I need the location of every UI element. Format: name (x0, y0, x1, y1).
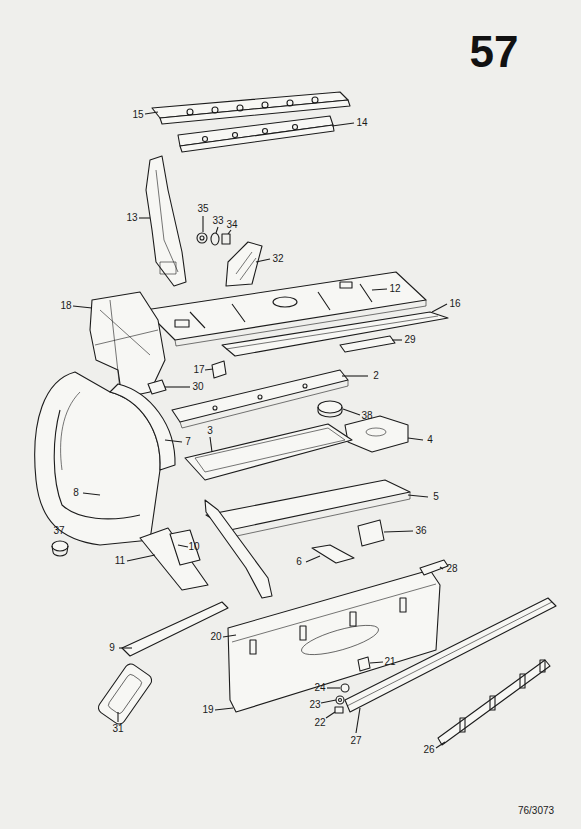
callout-number: 16 (449, 299, 460, 309)
callout-number: 17 (193, 365, 204, 375)
drawing-number: 76/3073 (518, 806, 554, 816)
callout-number: 33 (212, 216, 223, 226)
callout-number: 27 (350, 736, 361, 746)
callout-number: 31 (112, 724, 123, 734)
callout-number: 36 (415, 526, 426, 536)
callout-number: 30 (192, 382, 203, 392)
callout-number: 22 (314, 718, 325, 728)
callout-number: 38 (361, 411, 372, 421)
callout-number: 24 (314, 683, 325, 693)
callout-number: 28 (446, 564, 457, 574)
callout-number: 3 (207, 426, 213, 436)
callout-number: 14 (356, 118, 367, 128)
callout-number: 12 (389, 284, 400, 294)
callout-number: 2 (373, 371, 379, 381)
callout-number: 23 (309, 700, 320, 710)
callout-number: 34 (226, 220, 237, 230)
callout-number: 20 (210, 632, 221, 642)
callout-number: 15 (132, 110, 143, 120)
callout-number: 4 (427, 435, 433, 445)
callout-number: 26 (423, 745, 434, 755)
callout-number: 35 (197, 204, 208, 214)
callout-number: 7 (185, 437, 191, 447)
callout-number: 32 (272, 254, 283, 264)
callout-number: 5 (433, 492, 439, 502)
callout-number: 21 (384, 657, 395, 667)
callout-number: 9 (109, 643, 115, 653)
callout-number: 19 (202, 705, 213, 715)
callout-number: 6 (296, 557, 302, 567)
callout-number: 18 (60, 301, 71, 311)
callout-number: 11 (115, 556, 125, 566)
callout-number: 37 (53, 526, 64, 536)
callout-number: 8 (73, 488, 79, 498)
callout-number: 29 (404, 335, 415, 345)
page-number: 57 (470, 30, 519, 74)
callout-number: 10 (188, 542, 199, 552)
callout-number: 13 (126, 213, 137, 223)
